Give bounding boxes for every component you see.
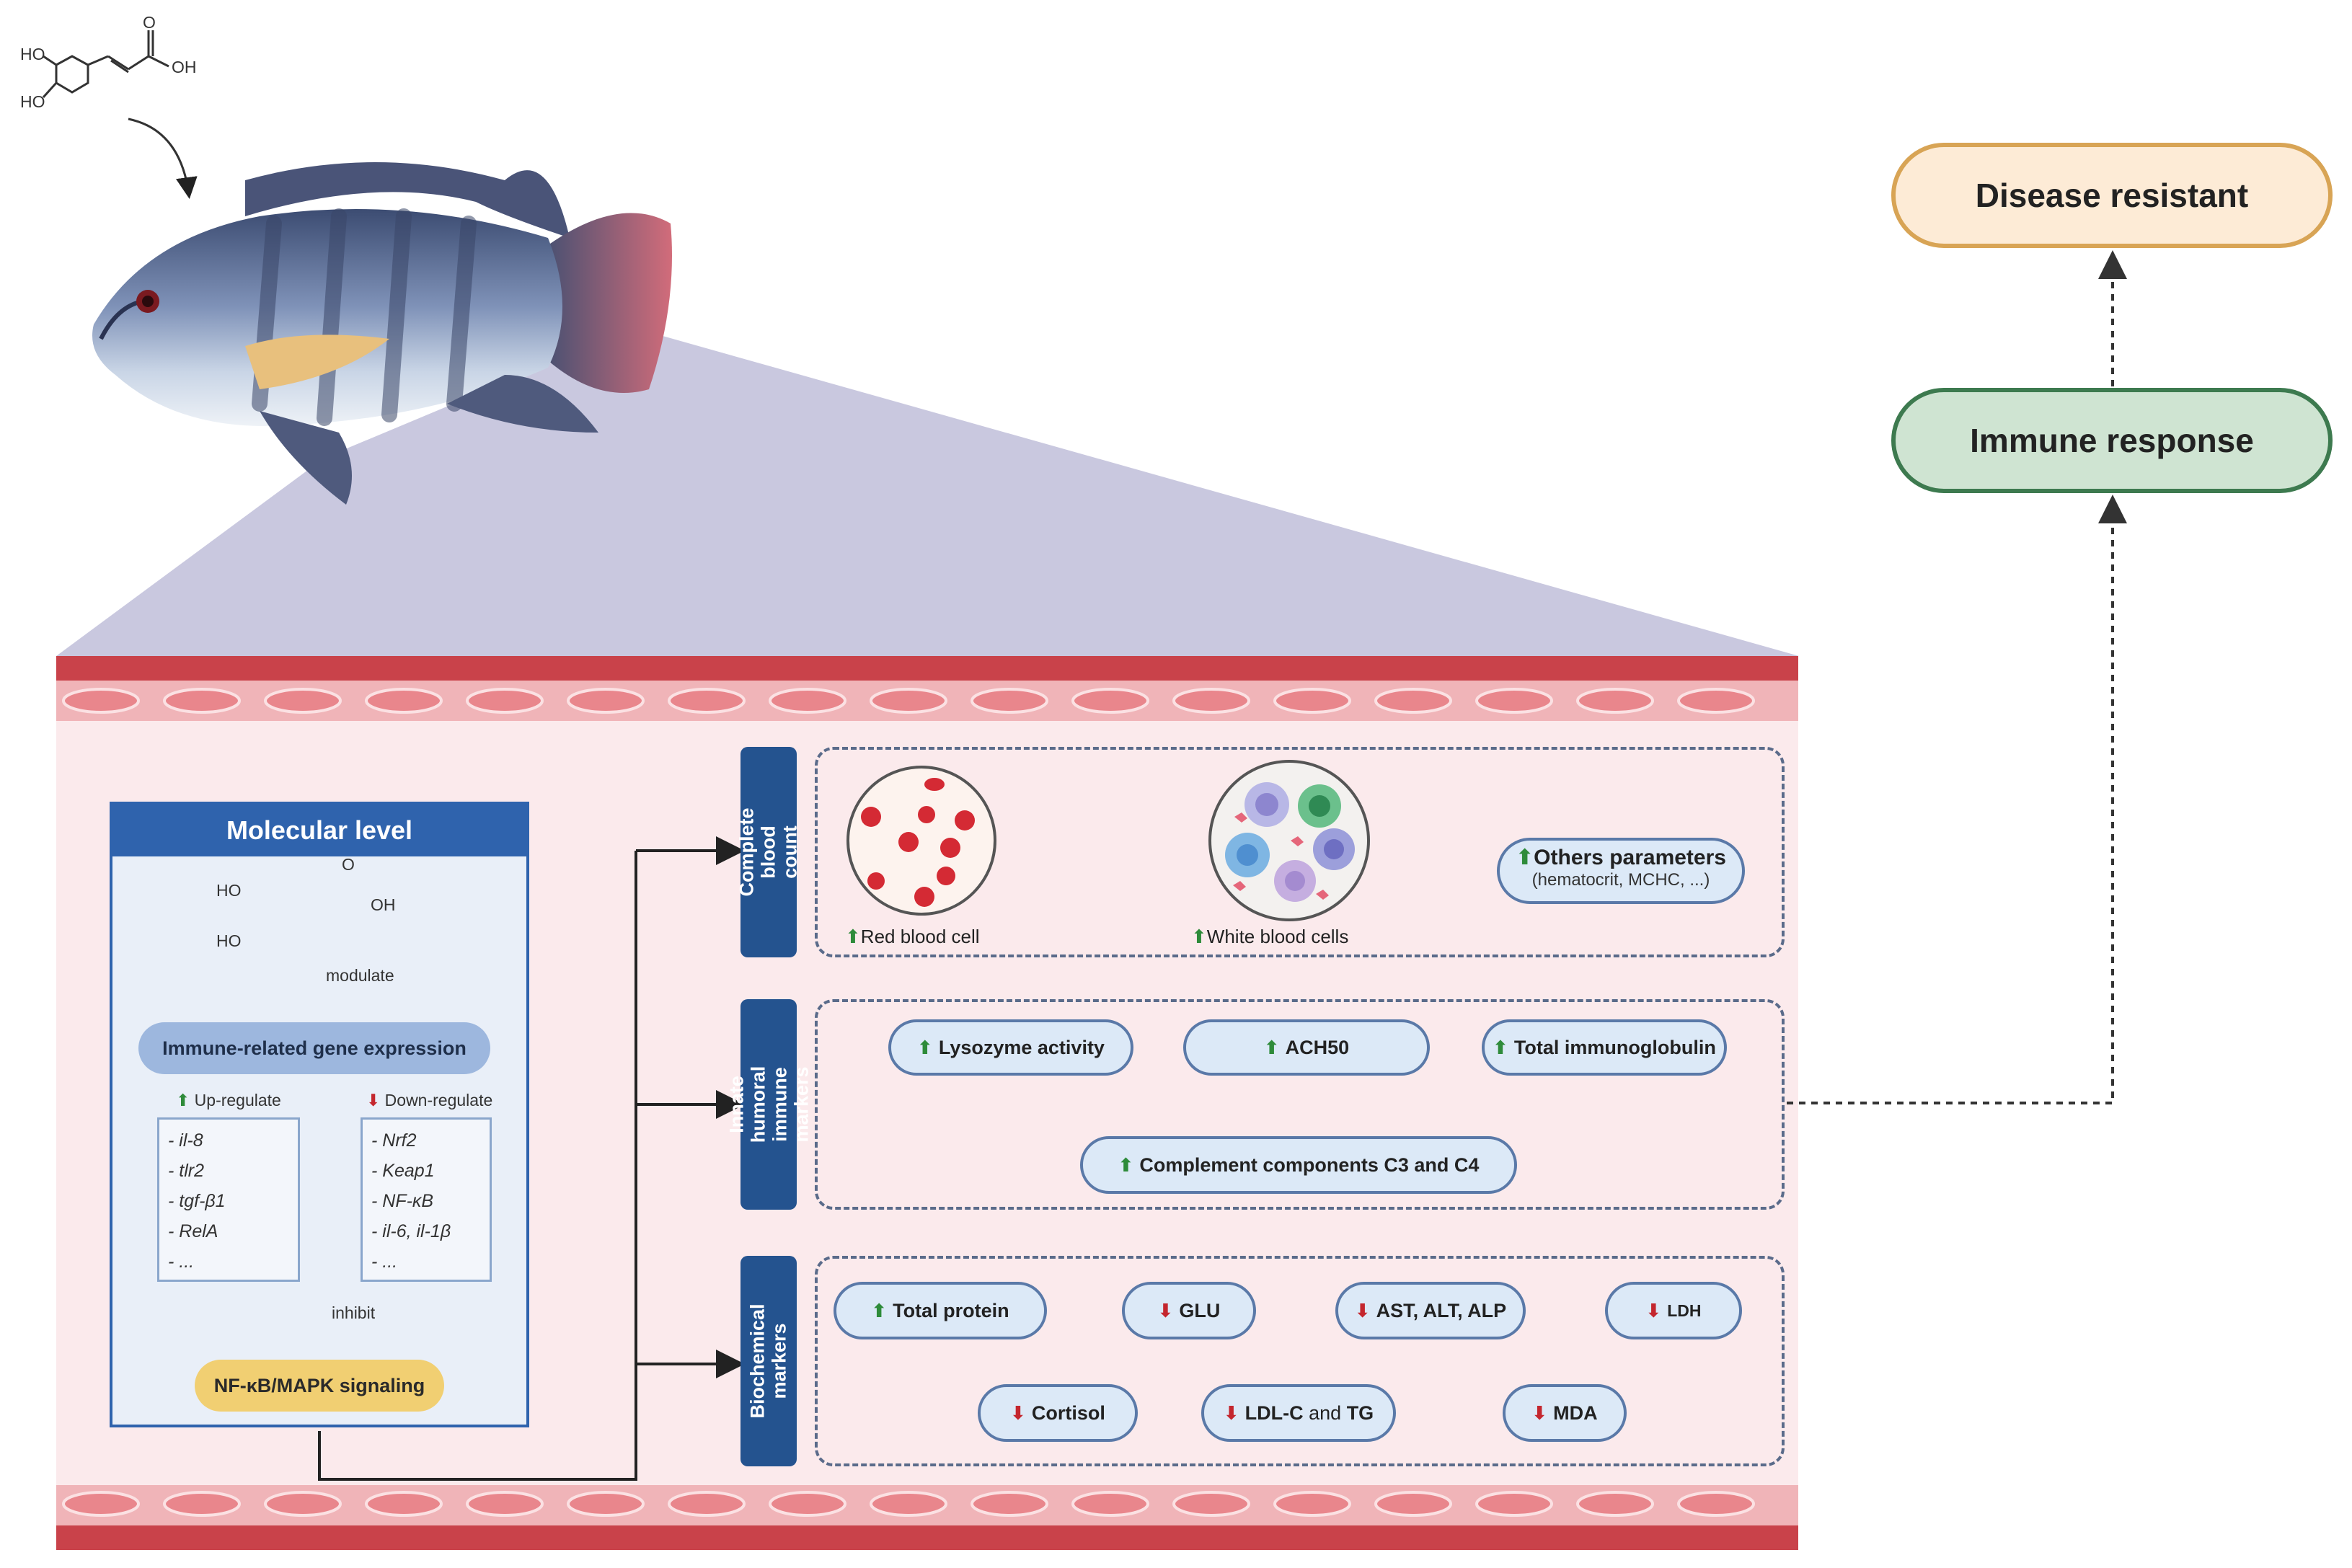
immune-response-label: Immune response bbox=[1970, 422, 2254, 459]
others-parameters-title: Others parameters bbox=[1534, 846, 1726, 869]
endothelial-cells-bottom bbox=[62, 1491, 1755, 1517]
up-regulated-genes-list: - il-8 - tlr2 - tgf-β1 - RelA - ... bbox=[157, 1117, 300, 1282]
up-arrow-icon: ⬆ bbox=[871, 1299, 888, 1321]
down-arrow-icon: ⬇ bbox=[366, 1091, 381, 1109]
gene-item: - RelA bbox=[168, 1221, 218, 1241]
vessel-wall-bottom bbox=[56, 1525, 1798, 1550]
gene-item: - tlr2 bbox=[168, 1161, 204, 1181]
white-blood-cell-illustration bbox=[1208, 760, 1370, 921]
up-arrow-icon: ⬆ bbox=[1493, 1036, 1508, 1058]
down-arrow-icon: ⬇ bbox=[1531, 1401, 1548, 1424]
vessel-wall-top bbox=[56, 656, 1798, 681]
immunoglobulin-pill: ⬆Total immunoglobulin bbox=[1482, 1019, 1727, 1076]
box-molecule-oh-label: OH bbox=[371, 895, 396, 914]
disease-resistant-box: Disease resistant bbox=[1891, 143, 2333, 248]
down-regulate-label: Down-regulate bbox=[384, 1091, 493, 1109]
red-blood-cell-illustration bbox=[846, 766, 996, 916]
ldh-pill: ⬇LDH bbox=[1605, 1282, 1742, 1339]
down-arrow-icon: ⬇ bbox=[1223, 1401, 1239, 1424]
pathway-connector bbox=[1787, 495, 2127, 1104]
molecule-ho-label-1: HO bbox=[20, 45, 45, 63]
box-molecule-ho-label-1: HO bbox=[216, 881, 242, 900]
signaling-label: NF-κB/MAPK signaling bbox=[213, 1374, 425, 1396]
row-label-innate-humoral: Innate humoral immune markers bbox=[725, 999, 812, 1210]
ldl-tg-pill: ⬇LDL-C and TG bbox=[1201, 1384, 1396, 1442]
complete-blood-count-panel bbox=[815, 747, 1785, 957]
complement-pill: ⬆Complement components C3 and C4 bbox=[1080, 1136, 1517, 1194]
caffeic-acid-molecule-top bbox=[42, 30, 169, 99]
down-arrow-icon: ⬇ bbox=[1157, 1299, 1174, 1321]
wbc-caption: ⬆White blood cells bbox=[1191, 926, 1349, 947]
rbc-caption: ⬆Red blood cell bbox=[845, 926, 980, 947]
up-arrow-icon: ⬆ bbox=[845, 926, 861, 947]
lysozyme-pill: ⬆Lysozyme activity bbox=[888, 1019, 1133, 1076]
down-regulated-genes-list: - Nrf2 - Keap1 - NF-κB - il-6, il-1β - .… bbox=[361, 1117, 492, 1282]
biochemical-panel bbox=[815, 1256, 1785, 1466]
gene-expression-label: Immune-related gene expression bbox=[162, 1037, 467, 1059]
tilapia-fish bbox=[92, 162, 672, 505]
gene-item: - il-8 bbox=[168, 1130, 203, 1151]
up-arrow-icon: ⬆ bbox=[1263, 1036, 1280, 1058]
total-protein-pill: ⬆Total protein bbox=[834, 1282, 1047, 1339]
signaling-pill: NF-κB/MAPK signaling bbox=[195, 1360, 444, 1412]
molecular-level-title: Molecular level bbox=[112, 805, 526, 856]
down-regulate-heading: ⬇ Down-regulate bbox=[366, 1091, 492, 1110]
glu-pill: ⬇GLU bbox=[1122, 1282, 1256, 1339]
gene-item: - Keap1 bbox=[371, 1161, 435, 1181]
row-label-complete-blood-count: Complete blood count bbox=[736, 747, 801, 957]
up-arrow-icon: ⬆ bbox=[1191, 926, 1207, 947]
disease-resistant-label: Disease resistant bbox=[1975, 177, 2249, 214]
molecule-o-label: O bbox=[143, 13, 156, 32]
box-molecule-ho-label-2: HO bbox=[216, 931, 242, 950]
up-arrow-icon: ⬆ bbox=[1516, 846, 1534, 869]
gene-item: - NF-κB bbox=[371, 1191, 434, 1211]
others-parameters-sub: (hematocrit, MCHC, ...) bbox=[1531, 870, 1710, 890]
inhibit-label: inhibit bbox=[332, 1303, 376, 1322]
up-arrow-icon: ⬆ bbox=[917, 1036, 933, 1058]
molecular-level-box: Molecular level bbox=[110, 802, 529, 1427]
box-molecule-o-label: O bbox=[342, 855, 355, 874]
ast-alt-alp-pill: ⬇AST, ALT, ALP bbox=[1335, 1282, 1526, 1339]
modulate-label: modulate bbox=[326, 966, 394, 985]
down-arrow-icon: ⬇ bbox=[1010, 1401, 1026, 1424]
immune-response-box: Immune response bbox=[1891, 388, 2333, 493]
ingest-arrow bbox=[128, 118, 198, 199]
up-regulate-label: Up-regulate bbox=[194, 1091, 281, 1109]
molecule-ho-label-2: HO bbox=[20, 92, 45, 111]
up-arrow-icon: ⬆ bbox=[176, 1091, 190, 1109]
gene-item: - il-6, il-1β bbox=[371, 1221, 451, 1241]
gene-expression-pill: Immune-related gene expression bbox=[138, 1022, 490, 1074]
row-label-biochemical: Biochemical markers bbox=[740, 1256, 797, 1466]
others-parameters-pill: ⬆Others parameters (hematocrit, MCHC, ..… bbox=[1497, 838, 1745, 904]
mda-pill: ⬇MDA bbox=[1503, 1384, 1627, 1442]
up-arrow-icon: ⬆ bbox=[1118, 1153, 1134, 1176]
endothelial-cells-top bbox=[62, 688, 1755, 714]
gene-item: - ... bbox=[168, 1252, 195, 1272]
down-arrow-icon: ⬇ bbox=[1645, 1299, 1662, 1321]
gene-item: - ... bbox=[371, 1252, 398, 1272]
molecule-oh-label: OH bbox=[172, 58, 197, 76]
gene-item: - Nrf2 bbox=[371, 1130, 417, 1151]
bracket-connector bbox=[318, 851, 637, 1481]
down-arrow-icon: ⬇ bbox=[1354, 1299, 1371, 1321]
gene-item: - tgf-β1 bbox=[168, 1191, 226, 1211]
ach50-pill: ⬆ACH50 bbox=[1183, 1019, 1430, 1076]
innate-humoral-panel bbox=[815, 999, 1785, 1210]
cortisol-pill: ⬇Cortisol bbox=[978, 1384, 1138, 1442]
up-regulate-heading: ⬆ Up-regulate bbox=[176, 1091, 281, 1110]
